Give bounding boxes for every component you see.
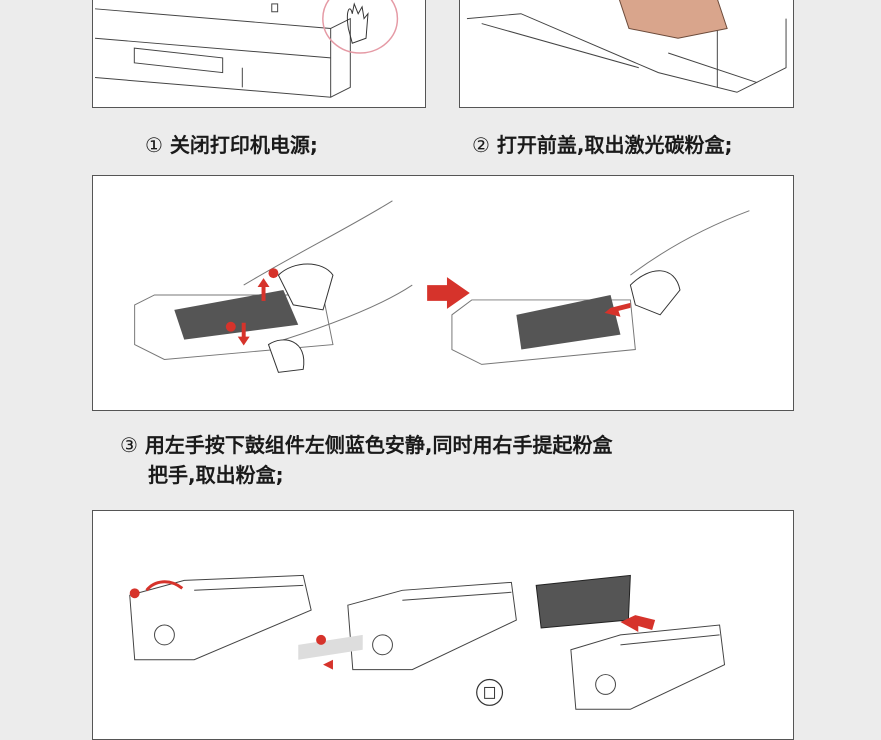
hand-right-icon xyxy=(277,263,334,311)
insert-arrow-icon xyxy=(620,615,656,632)
open-front-cover-illustration xyxy=(466,0,787,93)
marker-1-circle-b xyxy=(129,588,140,599)
power-switch-highlight-circle xyxy=(322,0,399,54)
step1-caption: ① 关闭打印机电源; xyxy=(145,130,318,160)
step3-illustration-panel xyxy=(92,175,794,411)
down-arrow-icon xyxy=(237,322,250,346)
remove-toner-illustration xyxy=(134,200,750,373)
step1-illustration-panel xyxy=(92,0,426,108)
toner-cartridge-shape xyxy=(618,0,728,39)
marker-2-circle-b xyxy=(316,634,327,645)
step3-number: ③ xyxy=(120,433,138,457)
pull-arrow-icon xyxy=(604,302,631,317)
left-arrow-icon xyxy=(323,659,333,670)
step3-line1: ③ 用左手按下鼓组件左侧蓝色安静,同时用右手提起粉盒 xyxy=(120,430,613,460)
new-toner-cartridge xyxy=(535,574,631,629)
marker-1-circle xyxy=(225,321,236,332)
step3-caption: ③ 用左手按下鼓组件左侧蓝色安静,同时用右手提起粉盒 把手,取出粉盒; xyxy=(120,430,613,490)
step2-text: 打开前盖,取出激光碳粉盒; xyxy=(496,133,733,157)
recycle-icon xyxy=(476,678,504,706)
step2-caption: ② 打开前盖,取出激光碳粉盒; xyxy=(472,130,733,160)
next-step-arrow-icon xyxy=(427,277,470,309)
step4-illustration-panel xyxy=(92,510,794,740)
toner-cartridge-right xyxy=(516,294,621,350)
hand-icon xyxy=(346,2,369,44)
step2-number: ② xyxy=(472,133,490,157)
toner-cartridge-left xyxy=(174,290,299,340)
step3-text-line1: 用左手按下鼓组件左侧蓝色安静,同时用右手提起粉盒 xyxy=(144,433,613,457)
protective-strip xyxy=(298,634,363,660)
curved-arrow-icon xyxy=(145,580,184,592)
recycle-old-toner-illustration xyxy=(129,574,726,710)
printer-power-off-illustration xyxy=(94,0,399,98)
marker-2-circle xyxy=(268,268,279,279)
hand-pulling-icon xyxy=(629,270,681,316)
hand-left-icon xyxy=(267,339,305,373)
step3-text-line2: 把手,取出粉盒; xyxy=(148,463,284,487)
step2-illustration-panel xyxy=(459,0,794,108)
step1-number: ① xyxy=(145,133,163,157)
step1-text: 关闭打印机电源; xyxy=(169,133,318,157)
up-arrow-icon xyxy=(257,278,270,301)
